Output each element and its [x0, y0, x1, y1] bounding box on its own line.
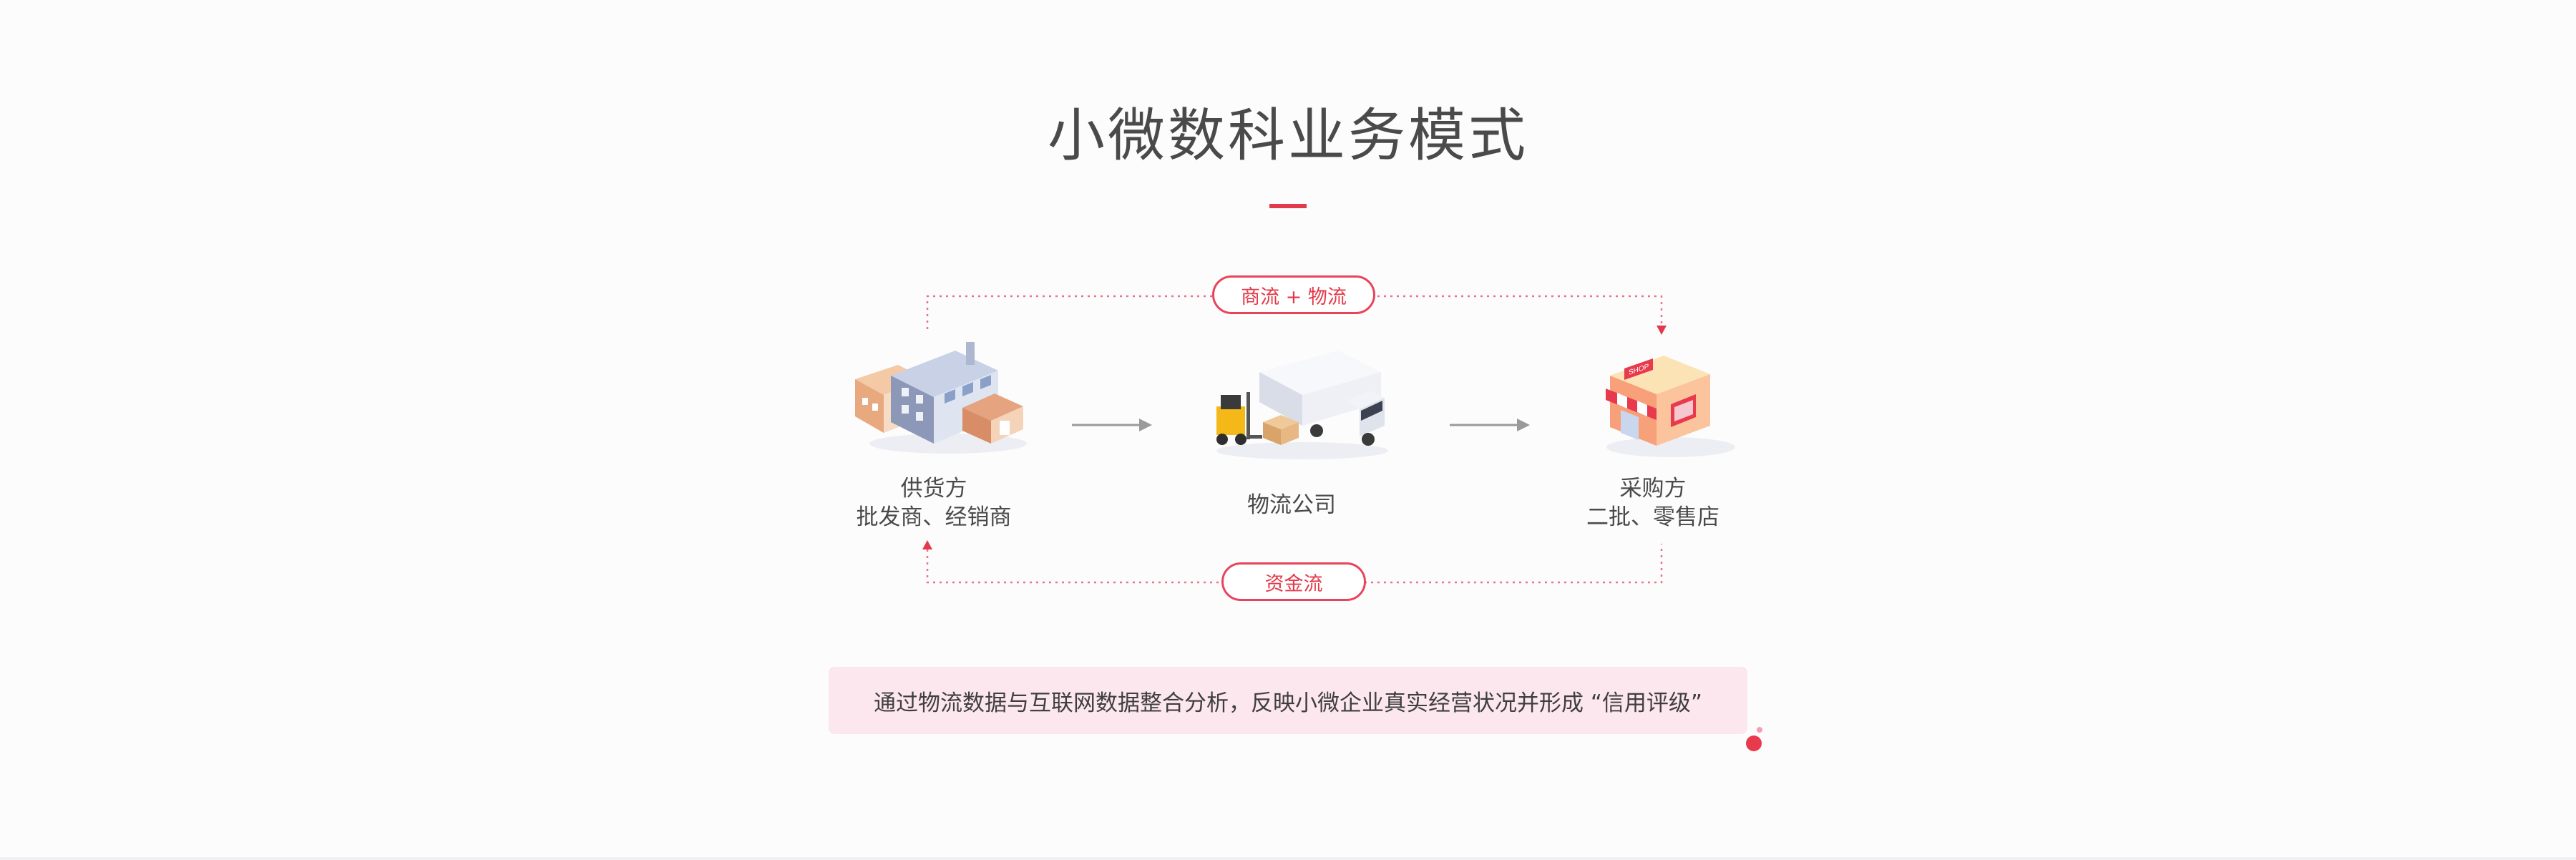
summary-box: 通过物流数据与互联网数据整合分析，反映小微企业真实经营状况并形成 “信用评级”: [829, 667, 1747, 734]
truck-forklift-icon: [1216, 351, 1388, 459]
shop-icon: SHOP: [1606, 356, 1735, 457]
capital-flow-label: 资金流: [1221, 562, 1366, 601]
top-flow-arrowhead: [1657, 326, 1667, 335]
decor-dot-large: [1746, 736, 1762, 751]
title-underline: [1269, 204, 1307, 208]
bottom-flow-arrowhead: [922, 540, 932, 549]
supplier-title: 供货方: [900, 476, 967, 502]
commerce-logistics-flow-label: 商流 + 物流: [1212, 275, 1375, 314]
bottom-divider: [0, 857, 2576, 860]
summary-text: 通过物流数据与互联网数据整合分析，反映小微企业真实经营状况并形成 “信用评级”: [874, 690, 1702, 716]
buyer-title: 采购方: [1619, 476, 1687, 502]
logistics-label: 物流公司: [1184, 491, 1399, 519]
logistics-title: 物流公司: [1247, 492, 1336, 518]
buyer-subtitle: 二批、零售店: [1586, 504, 1719, 530]
decor-dot-small: [1757, 727, 1762, 733]
supplier-subtitle: 批发商、经销商: [856, 504, 1012, 530]
buyer-label: 采购方 二批、零售店: [1546, 474, 1760, 532]
factory-icon: [855, 342, 1027, 454]
supplier-label: 供货方 批发商、经销商: [823, 474, 1045, 532]
page-title: 小微数科业务模式: [1048, 102, 1528, 169]
